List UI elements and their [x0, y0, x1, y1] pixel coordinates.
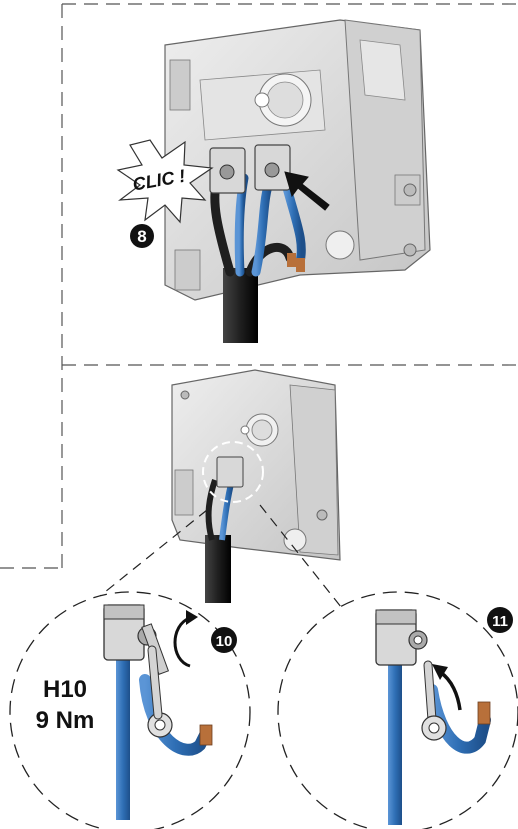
step-11-number: 11 — [492, 613, 508, 630]
rotate-arrow-icon — [173, 616, 191, 668]
curved-arrowhead-icon — [432, 664, 448, 680]
cable-sheath-step-8 — [223, 268, 258, 343]
wires-step-9 — [205, 456, 244, 603]
dashed-frame — [0, 3, 518, 569]
clic-starburst — [116, 139, 214, 224]
terminal-detail-step-11 — [375, 609, 491, 825]
terminal-detail-step-10 — [103, 604, 213, 820]
insert-arrow — [284, 171, 330, 211]
step-8-number: 8 — [137, 227, 146, 246]
wrench-step-10 — [141, 623, 173, 738]
zoom-connector-lines — [94, 504, 346, 613]
step-8-badge: 8 — [130, 224, 154, 248]
step-11-badge: 11 — [487, 607, 513, 633]
tool-size-label: H10 — [43, 676, 87, 703]
step-10-number: 10 — [216, 633, 233, 650]
wrench-step-11 — [421, 660, 447, 741]
torque-label: 9 Nm — [36, 707, 95, 734]
zoom-circle — [202, 441, 264, 503]
mounting-plate-step-9 — [171, 369, 341, 561]
step-10-badge: 10 — [211, 627, 237, 653]
mounting-plate-step-8 — [164, 19, 431, 301]
rotate-arrowhead-icon — [186, 610, 198, 625]
terminal-blocks-step-8 — [209, 144, 291, 194]
